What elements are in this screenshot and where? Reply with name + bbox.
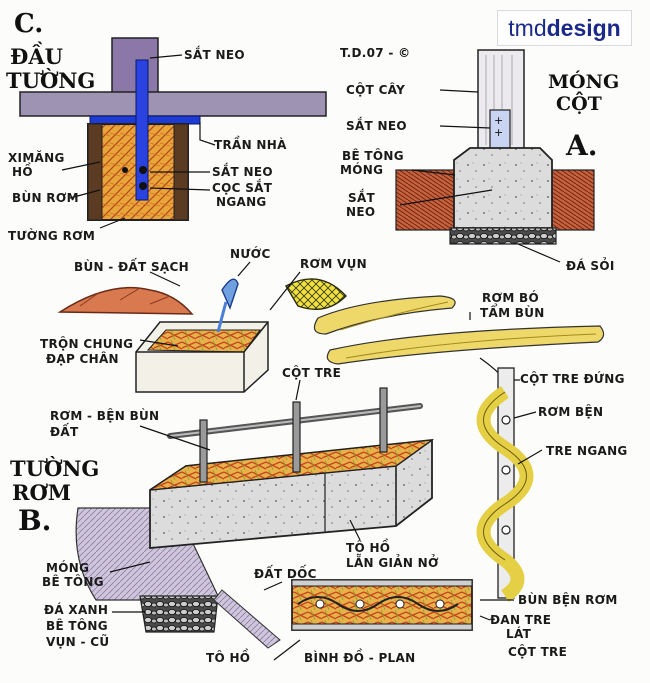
ceiling-slab [19, 91, 327, 117]
label-rom-ben-bun-line1: RƠM - BỆN BÙN [50, 408, 159, 423]
mixing-process: BÙN - ĐẤT SẠCH NƯỚC RƠM VỤN TRỘN CHUNG Đ… [40, 246, 605, 393]
label-cot-cay: CỘT CÂY [346, 82, 405, 97]
brick-right [551, 169, 595, 231]
label-to-ho-lan-line2: LẴN GIẢN NỞ [346, 554, 439, 570]
label-tre-ngang: TRE NGANG [546, 444, 628, 458]
label-rom-ben-bun-line2: ĐẤT [50, 422, 79, 439]
woven-bamboo-plan [297, 596, 459, 612]
label-binh-do: BÌNH ĐỒ - PLAN [304, 648, 415, 665]
label-sat-neo-2: SẮT NEO [212, 163, 273, 179]
label-da-soi: ĐÁ SỎI [566, 257, 615, 273]
label-da-xanh-line1: ĐÁ XANH [44, 602, 108, 617]
section-b-letter: B. [18, 504, 51, 537]
column-block [111, 37, 159, 94]
label-dan-tre-line1: ĐAN TRE [490, 613, 551, 627]
trough-mix [146, 329, 261, 353]
label-be-tong-line1: BÊ TÔNG [342, 148, 404, 163]
vertical-bamboo-detail [497, 367, 515, 599]
section-c-title-line2: TƯỜNG [6, 68, 95, 93]
label-mong-be-tong-line1: MÓNG [46, 560, 89, 575]
cross-pin [122, 167, 128, 173]
chopped-straw [285, 278, 347, 310]
label-sat-neo-a-line2: NEO [346, 205, 375, 219]
cross-pin [139, 182, 147, 190]
label-cot-tre: CỘT TRE [282, 365, 341, 380]
bamboo-post [379, 387, 388, 453]
logo-text-design: design [546, 14, 621, 41]
svg-text:+: + [494, 114, 503, 127]
label-nuoc: NƯỚC [230, 246, 271, 261]
label-be-tong-line2: MÓNG [340, 162, 383, 177]
logo-text-tmd: tmd [508, 14, 547, 41]
section-c-wall-head: C. ĐẦU TƯỜNG SẮT NEO TRẦN NHÀ XIMĂNG HỒ … [6, 9, 327, 243]
label-to-ho: TÔ HỒ [206, 648, 250, 665]
label-cot-tre-dung: CỘT TRE ĐỨNG [520, 371, 625, 386]
straw-bundle-2 [326, 325, 605, 365]
bamboo-post [292, 401, 301, 473]
label-da-xanh-line3: VỤN - CŨ [46, 634, 109, 649]
slope-ground [213, 589, 281, 649]
label-cot-tre-plan: CỘT TRE [508, 644, 567, 659]
svg-text:+: + [494, 126, 503, 139]
section-a-title-line2: CỘT [556, 91, 602, 115]
label-coc-sat-line2: NGANG [216, 195, 267, 209]
label-ximang-line1: XIMĂNG [8, 150, 65, 165]
cross-pin [139, 166, 147, 174]
section-b-straw-wall: CỘT TRE RƠM - BỆN BÙN ĐẤT TƯỜNG RƠM B. C… [10, 365, 628, 665]
straw-mud-surface [149, 439, 435, 491]
section-b-title-line2: RƠM [12, 480, 71, 505]
section-a-column-footing: + + T.D.07 - © MÓNG CỘT A. CỘT CÂY SẮT N… [340, 46, 619, 273]
label-rom-bo-line1: RƠM BÓ [482, 290, 539, 305]
water-jug [221, 278, 239, 310]
section-b-title-line1: TƯỜNG [10, 456, 99, 481]
brick-left [395, 169, 455, 231]
bamboo-post [199, 419, 208, 483]
label-mong-be-tong-line2: BÊ TÔNG [42, 574, 104, 589]
section-a-title-line1: MÓNG [548, 70, 619, 93]
label-bun-rom: BÙN RƠM [12, 190, 79, 205]
label-bun-ben-rom: BÙN BỆN RƠM [518, 592, 618, 607]
label-sat-neo-a-line1: SẮT [348, 189, 376, 205]
section-c-letter: C. [14, 9, 43, 39]
label-sat-neo: SẮT NEO [184, 46, 245, 62]
label-dat-doc: ĐẤT DỐC [254, 564, 317, 581]
label-dan-tre-line2: LÁT [506, 626, 532, 641]
label-ximang-line2: HỒ [12, 162, 33, 179]
section-a-letter: A. [565, 129, 597, 162]
label-tran-nha: TRẦN NHÀ [214, 135, 287, 152]
water-stream [216, 301, 228, 333]
soil-pile [57, 286, 194, 315]
label-sat-neo-a: SẮT NEO [346, 117, 407, 133]
concrete-footing [453, 147, 553, 229]
gravel-bed [449, 227, 557, 245]
label-coc-sat-line1: CỌC SẮT [212, 179, 273, 195]
drawing-code: T.D.07 - © [340, 46, 410, 60]
rubble-bed [139, 595, 219, 633]
label-rom-ben: RƠM BỆN [538, 404, 603, 419]
label-to-ho-lan-line1: TÔ HỒ [346, 538, 390, 555]
plaster-left [87, 123, 103, 221]
label-rom-bo-line2: TẨM BÙN [480, 303, 545, 320]
label-da-xanh-line2: BÊ TÔNG [46, 618, 108, 633]
label-rom-vun: RƠM VỤN [300, 257, 367, 271]
label-bun-dat-sach: BÙN - ĐẤT SẠCH [74, 257, 189, 274]
section-c-title-line1: ĐẦU [10, 42, 63, 69]
steel-anchor-bar [135, 59, 149, 201]
label-tuong-rom: TƯỜNG RƠM [8, 228, 95, 243]
label-tron-chung-line1: TRỘN CHUNG [40, 336, 133, 351]
label-tron-chung-line2: ĐẠP CHÂN [46, 351, 119, 366]
straw-bundle-1 [313, 295, 456, 335]
